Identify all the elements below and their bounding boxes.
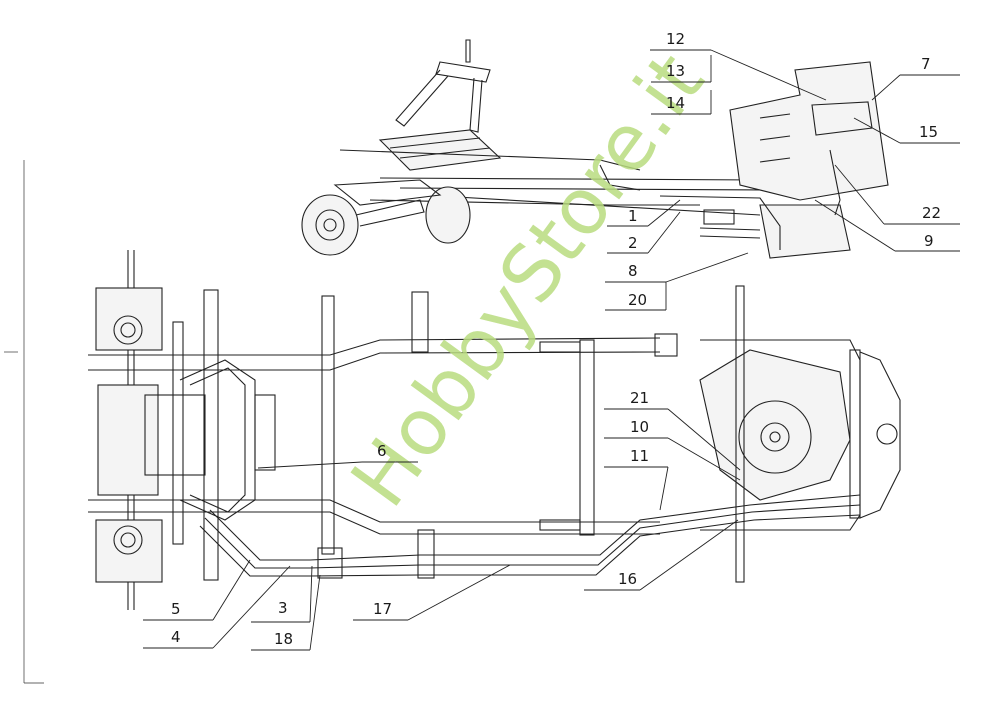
callout-13: 13	[666, 62, 685, 80]
callout-labels: 12 13 14 7 15 22 9 1 2 8 20 21 10 11 16 …	[171, 30, 941, 648]
callout-2: 2	[628, 234, 638, 252]
frame-marks	[4, 160, 44, 684]
callout-14: 14	[666, 94, 685, 112]
leader-lines	[143, 49, 960, 651]
callout-8: 8	[628, 262, 638, 280]
callout-3: 3	[278, 599, 288, 617]
callout-20: 20	[628, 291, 647, 309]
callout-12: 12	[666, 30, 685, 48]
callout-18: 18	[274, 630, 293, 648]
callout-7: 7	[921, 55, 931, 73]
callout-17: 17	[373, 600, 392, 618]
callout-21: 21	[630, 389, 649, 407]
callout-15: 15	[919, 123, 938, 141]
callout-22: 22	[922, 204, 941, 222]
callout-11: 11	[630, 447, 649, 465]
callout-9: 9	[924, 232, 934, 250]
top-view-chassis	[88, 250, 901, 610]
callout-4: 4	[171, 628, 181, 646]
callout-5: 5	[171, 600, 181, 618]
callout-16: 16	[618, 570, 637, 588]
watermark-text: HobbyStore.it	[335, 38, 722, 524]
callout-6: 6	[377, 442, 387, 460]
callout-10: 10	[630, 418, 649, 436]
isometric-chassis-view	[301, 39, 889, 259]
callout-1: 1	[628, 207, 638, 225]
